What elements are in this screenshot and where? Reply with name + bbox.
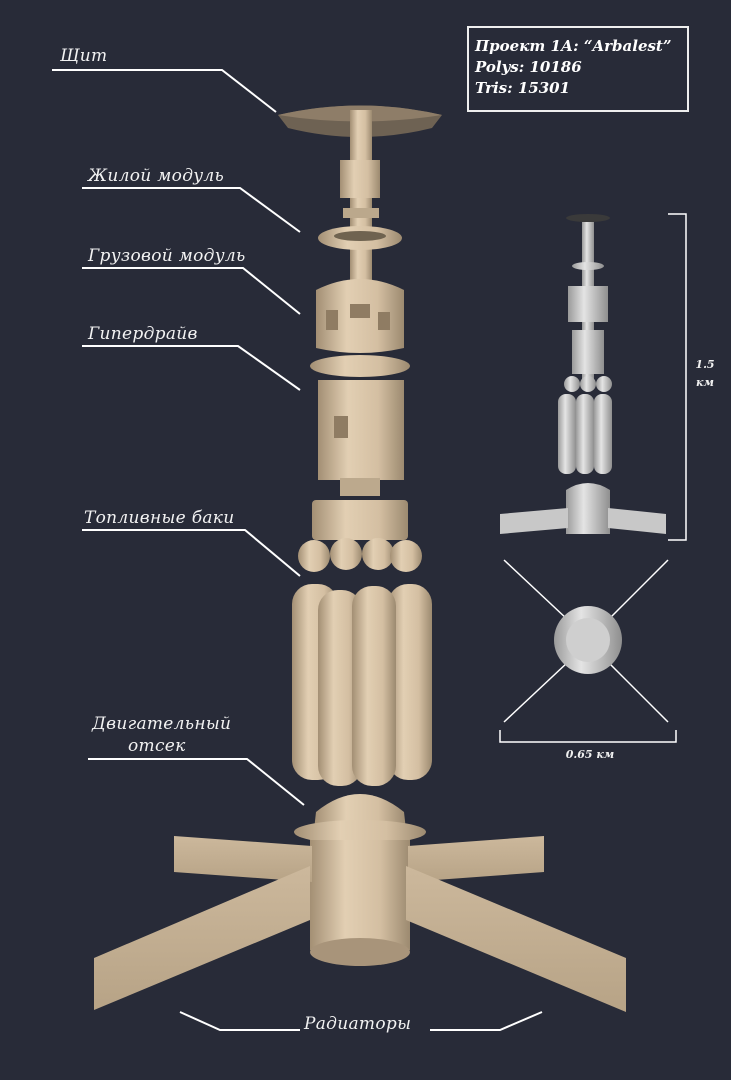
label-engine-line1: Двигательный (92, 714, 232, 734)
leader-shield (52, 69, 277, 113)
side-view-model (500, 214, 666, 534)
label-engine-line2: отсек (128, 736, 186, 756)
hyperdrive-module (312, 380, 408, 540)
label-shield: Щит (60, 46, 108, 66)
engine-section (294, 794, 426, 966)
leader-lines (52, 69, 305, 806)
leader-fuel (82, 529, 301, 577)
label-cargo: Грузовой модуль (88, 246, 246, 266)
cargo-module (316, 279, 404, 353)
label-hyperdrive: Гипердрайв (88, 324, 198, 344)
project-title: Проект 1А: “Arbalest” (475, 37, 672, 55)
fuel-spheres (298, 538, 422, 572)
radiators-bracket (179, 1011, 300, 1031)
top-view (503, 559, 669, 723)
ship-model (94, 105, 626, 1012)
leader-hyperdrive (82, 345, 301, 391)
height-bracket (668, 213, 687, 541)
width-value: 0.65 км (565, 748, 615, 761)
info-box: Проект 1А: “Arbalest” Polys: 10186 Tris:… (467, 26, 689, 112)
polys-count: Polys: 10186 (475, 58, 582, 76)
radiator-fins (94, 836, 626, 1012)
radiators-bracket-right (430, 1011, 543, 1031)
height-value: 1.5 (695, 358, 715, 371)
leader-habitat (82, 187, 301, 233)
width-bracket (499, 730, 677, 743)
tris-count: Tris: 15301 (475, 79, 571, 97)
leader-cargo (82, 267, 301, 315)
habitat-ring (318, 226, 402, 250)
fuel-tanks (292, 584, 432, 786)
leader-engine (88, 758, 305, 806)
label-fuel-tanks: Топливные баки (84, 508, 235, 528)
label-radiators: Радиаторы (304, 1014, 412, 1034)
spine (350, 110, 372, 290)
label-habitat: Жилой модуль (88, 166, 225, 186)
height-unit: км (696, 376, 714, 389)
